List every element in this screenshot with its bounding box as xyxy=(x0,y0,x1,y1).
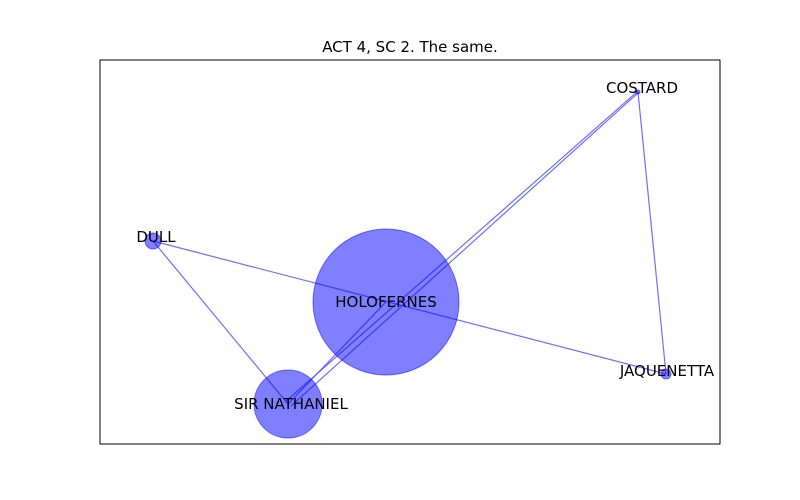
node-label-holofernes: HOLOFERNES xyxy=(335,293,436,311)
node-dull[interactable] xyxy=(144,232,162,250)
figure-title: ACT 4, SC 2. The same. xyxy=(322,38,498,56)
node-costard[interactable] xyxy=(635,89,641,95)
node-jaquenetta[interactable] xyxy=(660,368,672,380)
edge-dull-sir-nathaniel xyxy=(152,240,289,405)
plot-frame xyxy=(99,59,721,445)
node-label-jaquenetta: JAQUENETTA xyxy=(619,362,715,380)
nodes-layer xyxy=(144,89,672,439)
node-label-sir-nathaniel: SIR NATHANIEL xyxy=(234,395,348,413)
node-label-costard: COSTARD xyxy=(606,79,678,97)
node-sir-nathaniel[interactable] xyxy=(253,369,323,439)
node-label-dull: DULL xyxy=(136,228,176,246)
labels-layer: HOLOFERNES SIR NATHANIEL DULL COSTARD JAQUEN… xyxy=(136,79,715,413)
node-holofernes[interactable] xyxy=(312,228,460,376)
edge-costard-jaquenetta xyxy=(637,91,667,375)
